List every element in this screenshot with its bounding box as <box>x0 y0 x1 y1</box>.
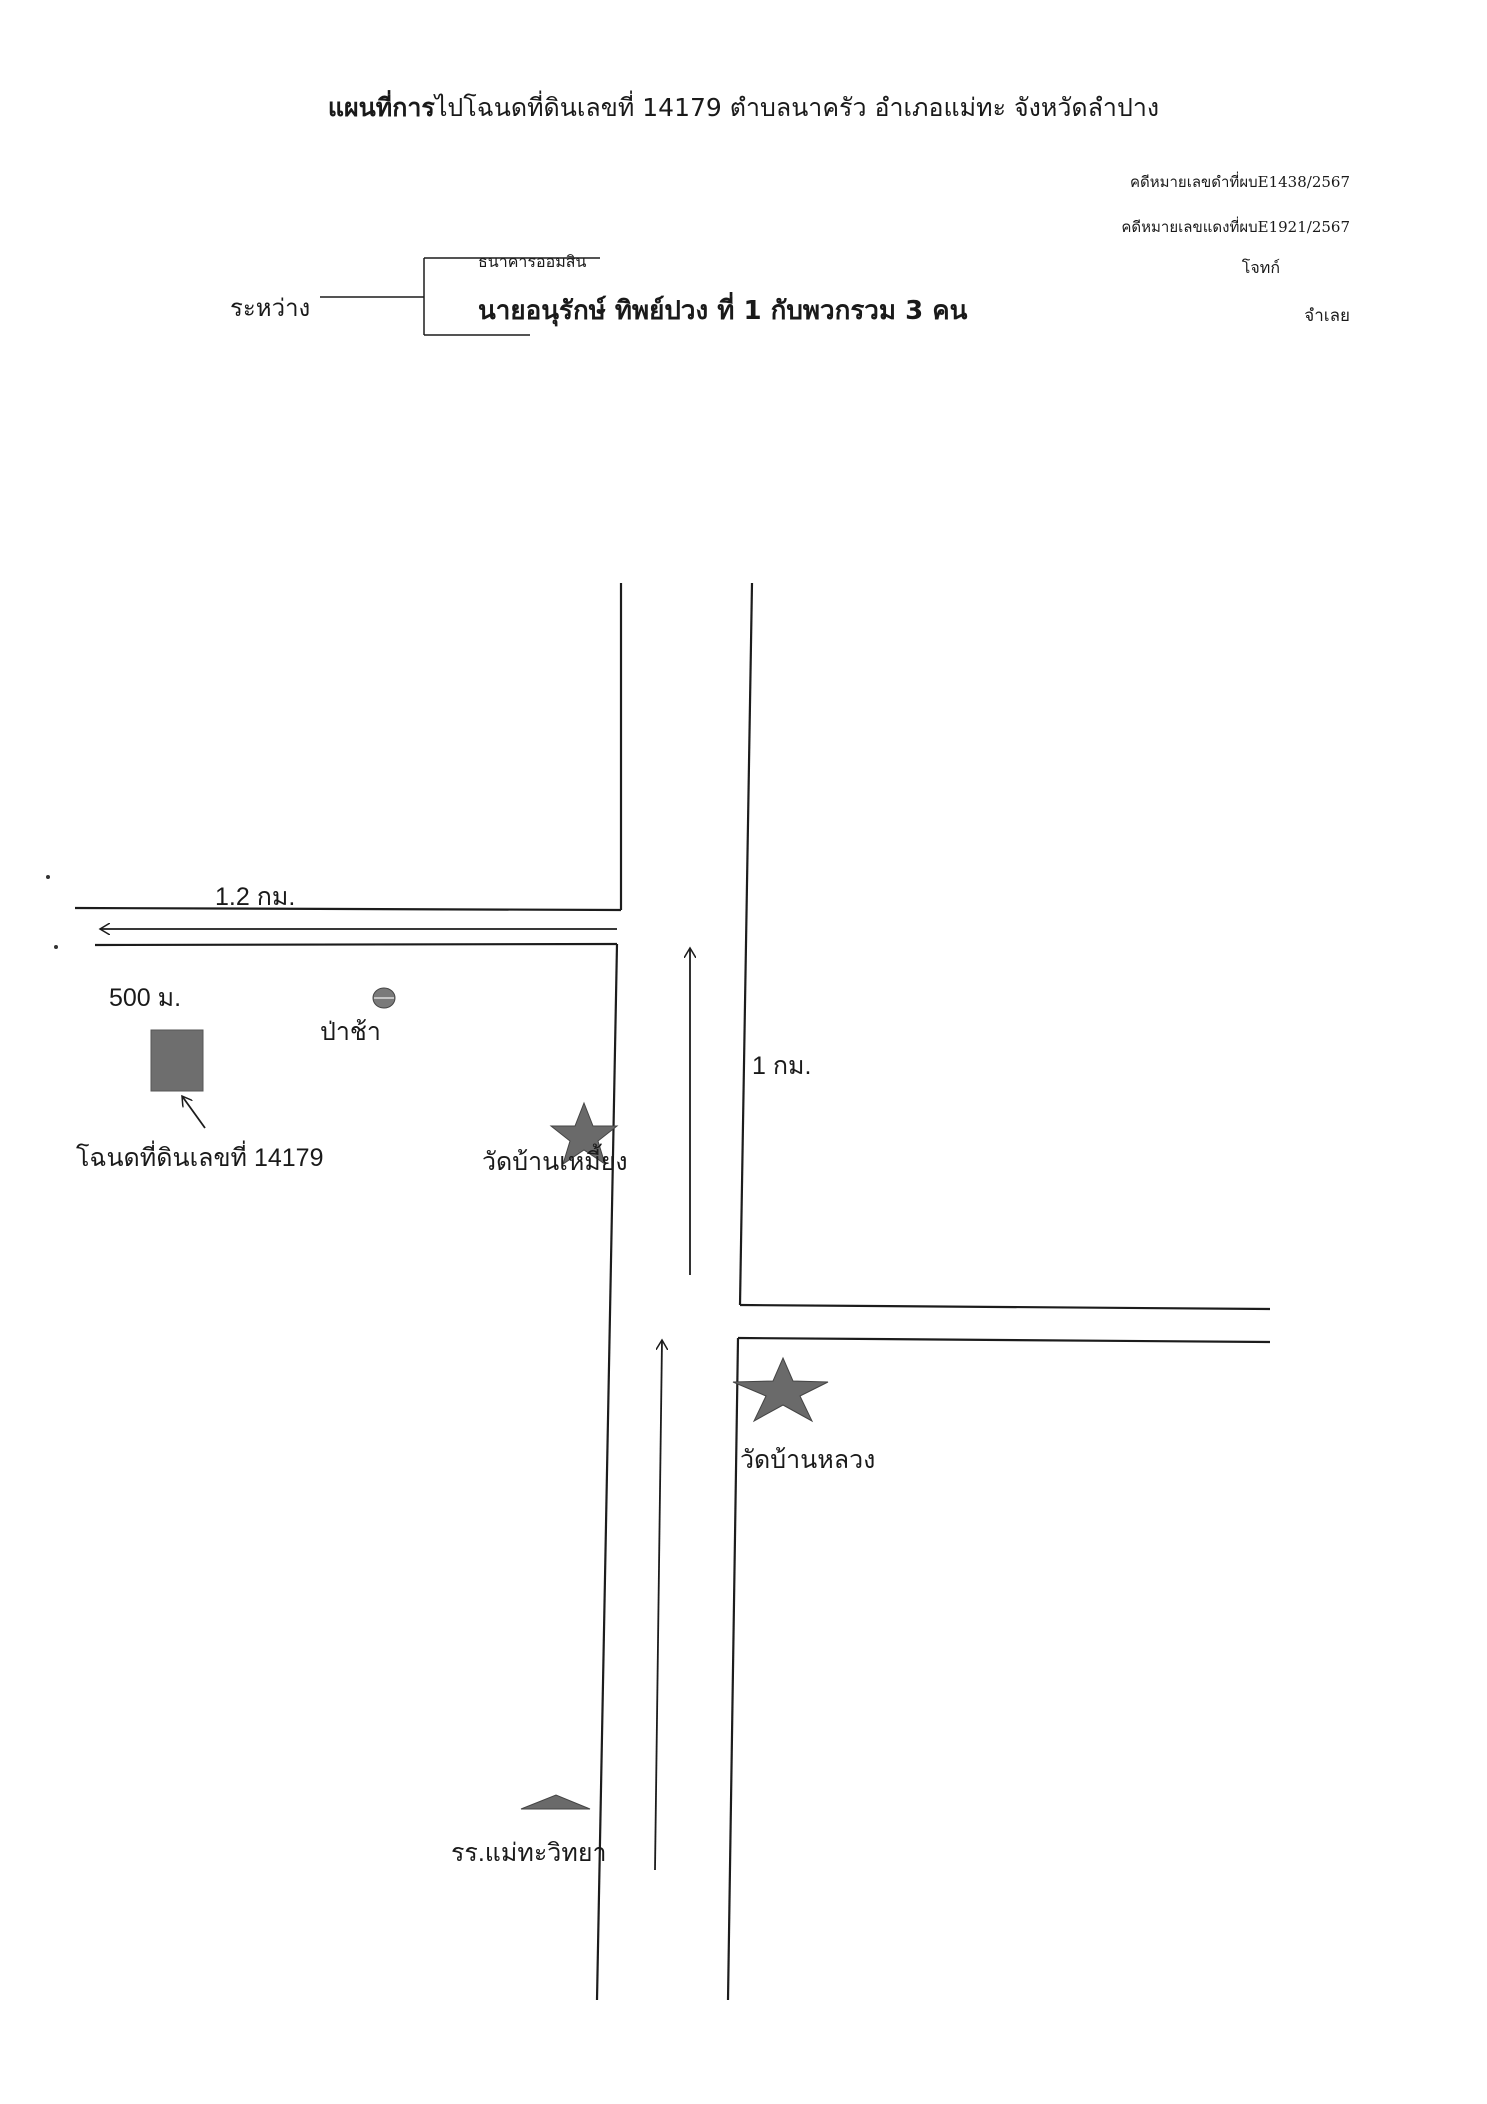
west-road-south-edge <box>94 942 618 947</box>
plaintiff-role-label: โจทก์ <box>1241 258 1280 277</box>
east-road-south-edge <box>737 1336 1271 1344</box>
parties-bracket <box>320 257 600 336</box>
roads <box>74 582 1271 2001</box>
distance-west-label: 1.2 กม. <box>215 883 296 911</box>
cemetery-label: ป่าช้า <box>320 1018 381 1046</box>
deed-parcel-marker <box>150 1029 204 1092</box>
arrow-north-lower <box>654 1340 662 1871</box>
west-road-north-edge <box>74 906 622 912</box>
school-label: รร.แม่ทะวิทยา <box>451 1839 607 1867</box>
between-label: ระหว่าง <box>230 294 311 322</box>
title-rest: ไปโฉนดที่ดินเลขที่ 14179 ตำบลนาครัว อำเภ… <box>434 93 1160 122</box>
route-arrows <box>100 929 690 1871</box>
distance-north-label: 1 กม. <box>752 1052 812 1080</box>
wat-ban-luang-label: วัดบ้านหลวง <box>740 1446 876 1474</box>
black-case-number: คดีหมายเลขดำที่ผบE1438/2567 <box>1129 173 1350 191</box>
east-road-north-edge <box>739 1303 1271 1311</box>
school-marker <box>520 1794 591 1810</box>
cemetery-marker <box>372 987 396 1009</box>
deed-label: โฉนดที่ดินเลขที่ 14179 <box>76 1144 324 1172</box>
arrow-to-deed <box>182 1096 206 1129</box>
main-road-east-edge-lower <box>726 1337 740 2001</box>
red-case-number: คดีหมายเลขแดงที่ผบE1921/2567 <box>1121 218 1350 236</box>
plaintiff-name: ธนาคารออมสิน <box>478 252 587 271</box>
wat-ban-mia-star <box>549 1101 619 1166</box>
wat-ban-mia-label: วัดบ้านเหมี้ยง <box>482 1148 628 1176</box>
main-road-west-edge-lower <box>595 943 619 2001</box>
title-bold: แผนที่การ <box>327 93 435 122</box>
document-title: แผนที่การไปโฉนดที่ดินเลขที่ 14179 ตำบลนา… <box>0 88 1487 128</box>
distance-500m-label: 500 ม. <box>109 984 182 1012</box>
wat-ban-luang-star <box>732 1356 829 1423</box>
scan-mark-2 <box>54 945 58 949</box>
main-road-east-edge-upper <box>738 582 754 1306</box>
scan-mark-1 <box>46 875 50 879</box>
defendant-name: นายอนุรักษ์ ทิพย์ปวง ที่ 1 กับพวกรวม 3 ค… <box>478 296 968 326</box>
defendant-role-label: จำเลย <box>1304 306 1350 326</box>
